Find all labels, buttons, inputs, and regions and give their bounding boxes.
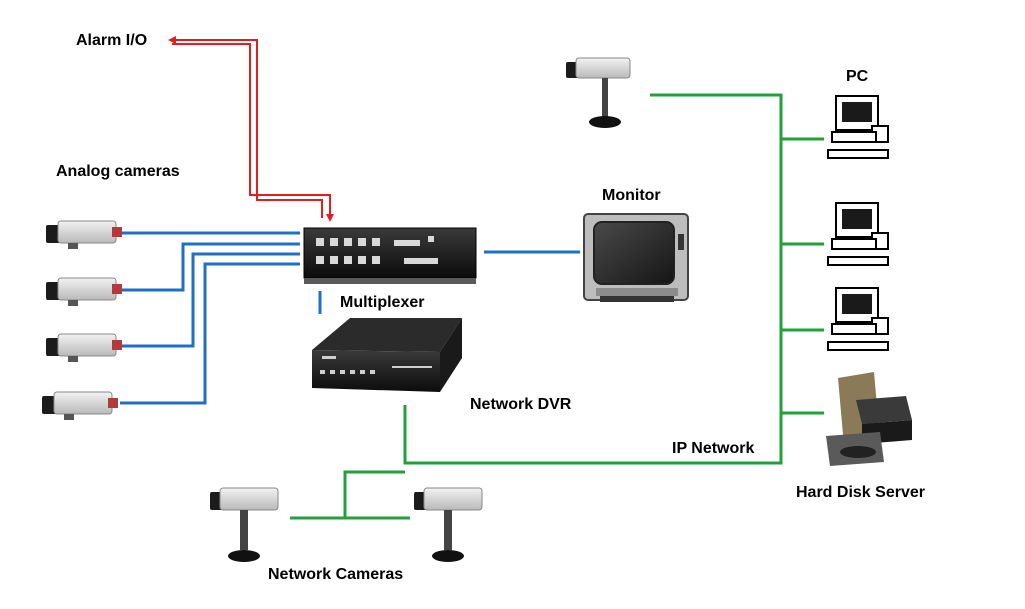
- network-cameras-label: Network Cameras: [268, 566, 404, 583]
- analog-camera-4: [42, 391, 118, 420]
- pc-3: [827, 287, 889, 351]
- analog-cameras-label: Analog cameras: [56, 163, 180, 180]
- network-dvr-device: [312, 318, 462, 392]
- top-network-camera: [566, 57, 631, 128]
- ip-network-label: IP Network: [672, 440, 755, 457]
- hard-disk-server-label: Hard Disk Server: [796, 484, 925, 501]
- pc-1: [827, 95, 889, 159]
- pc-label: PC: [846, 68, 869, 85]
- analog-camera-1: [46, 220, 122, 249]
- monitor-label: Monitor: [602, 187, 661, 204]
- multiplexer-device: [303, 227, 477, 284]
- alarm-io-label: Alarm I/O: [76, 32, 148, 49]
- alarm-io-connection: [168, 36, 334, 222]
- network-dvr-label: Network DVR: [470, 396, 572, 413]
- network-camera-right: [414, 487, 483, 562]
- analog-camera-wiring: [120, 231, 580, 405]
- monitor-device: [583, 213, 689, 302]
- multiplexer-label: Multiplexer: [340, 294, 425, 311]
- analog-camera-2: [46, 277, 122, 306]
- ip-network-wiring: [290, 93, 824, 520]
- hard-disk-server-device: [826, 372, 912, 466]
- network-camera-left: [210, 487, 279, 562]
- pc-2: [827, 202, 889, 266]
- analog-camera-3: [46, 333, 122, 362]
